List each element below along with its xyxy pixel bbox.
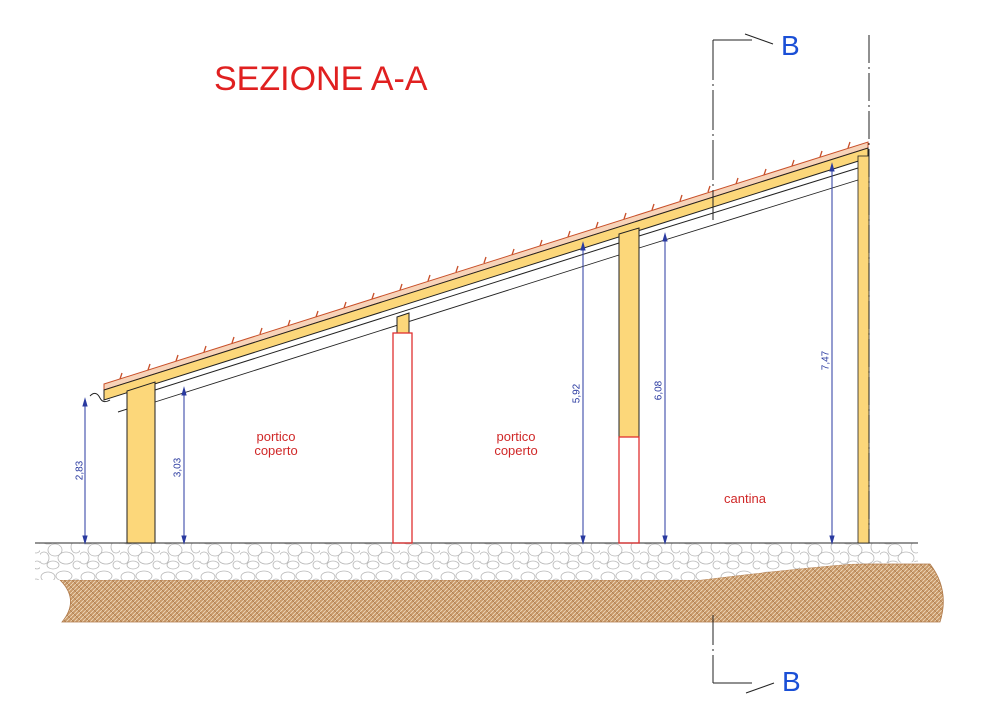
dimension-label: 5,92 — [571, 383, 583, 404]
dimension-lines — [82, 162, 835, 545]
section-marker-b-top: B — [781, 30, 800, 61]
dimension-label: 3,03 — [172, 457, 184, 478]
room-label-portico-2: portico coperto — [476, 430, 556, 458]
drawing-title: SEZIONE A-A — [214, 60, 428, 98]
room-label-cantina: cantina — [705, 492, 785, 506]
section-b-arrow-bottom — [745, 682, 775, 694]
gravel-layer — [35, 543, 918, 580]
right-middle-pillar-timber — [618, 227, 640, 438]
left-pillar — [126, 381, 156, 544]
dimension-label: 2,83 — [74, 460, 86, 481]
room-label-line: coperto — [494, 443, 538, 458]
roof-tiles — [103, 141, 869, 391]
ceiling-line-2 — [154, 179, 859, 403]
room-label-line: portico — [496, 429, 536, 444]
room-label-line: cantina — [724, 491, 766, 506]
middle-stub-timber — [396, 312, 410, 334]
middle-column-existing — [392, 332, 413, 544]
room-label-portico-1: portico coperto — [236, 430, 316, 458]
room-label-line: coperto — [254, 443, 298, 458]
ceiling-line — [117, 167, 859, 413]
tile-ticks — [119, 141, 851, 380]
earth-layer — [59, 563, 944, 623]
right-middle-column-existing — [618, 436, 640, 544]
right-wall — [857, 155, 870, 544]
roof-beam — [103, 147, 869, 401]
room-label-line: portico — [256, 429, 296, 444]
dimension-label: 6,08 — [653, 380, 665, 401]
section-b-arrow-top — [744, 33, 774, 45]
section-marker-b-bottom: B — [782, 666, 801, 697]
gutter — [89, 392, 111, 403]
dimension-label: 7,47 — [820, 350, 832, 371]
